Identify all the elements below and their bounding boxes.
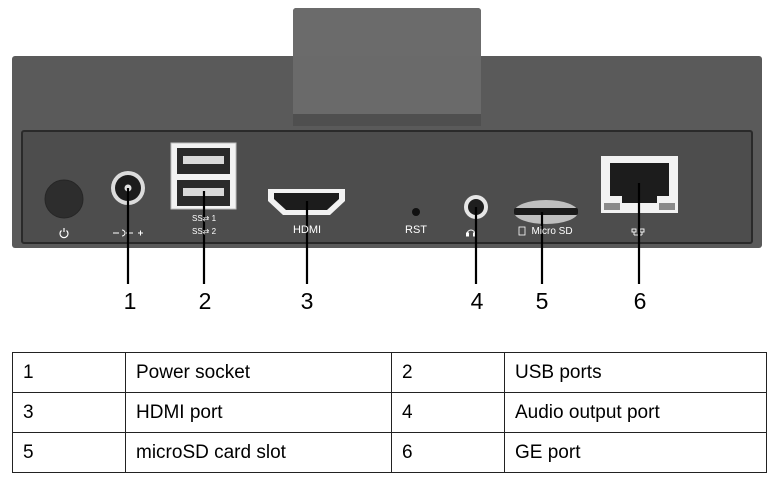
callout-3: 3 [300, 288, 314, 314]
reset-hole [412, 208, 420, 216]
hdmi-label: HDMI [292, 224, 322, 236]
legend-table: 1 Power socket 2 USB ports 3 HDMI port 4… [12, 352, 767, 473]
legend-label: USB ports [504, 352, 767, 393]
microsd-label: Micro SD [531, 226, 573, 237]
device-rear-panel-diagram: SS⇄ 1 SS⇄ 2 HDMI RST Micro SD 1 2 3 4 5 … [12, 8, 762, 314]
leader-lines [126, 183, 641, 284]
usb-label-1: SS⇄ 1 [191, 214, 217, 223]
legend-number: 6 [391, 432, 505, 473]
callout-2: 2 [198, 288, 212, 314]
legend-number: 4 [391, 392, 505, 433]
microsd-slot [514, 208, 578, 215]
usb-port-1-tongue [183, 156, 224, 164]
callout-4: 4 [470, 288, 484, 314]
legend-label: GE port [504, 432, 767, 473]
usb-label-2: SS⇄ 2 [191, 227, 217, 236]
legend-label: HDMI port [125, 392, 392, 433]
power-button [44, 179, 84, 219]
legend-label: Audio output port [504, 392, 767, 433]
bracket-shadow [293, 114, 481, 126]
table-row: 5 microSD card slot 6 GE port [12, 432, 767, 473]
callout-1: 1 [123, 288, 137, 314]
sd-card-icon [518, 226, 526, 236]
table-row: 3 HDMI port 4 Audio output port [12, 392, 767, 433]
legend-number: 5 [12, 432, 126, 473]
legend-label: microSD card slot [125, 432, 392, 473]
legend-label: Power socket [125, 352, 392, 393]
ge-led-right [659, 203, 675, 210]
legend-number: 3 [12, 392, 126, 433]
callout-6: 6 [633, 288, 647, 314]
device-illustration [12, 8, 762, 284]
legend-number: 1 [12, 352, 126, 393]
ge-led-left [604, 203, 620, 210]
table-row: 1 Power socket 2 USB ports [12, 352, 767, 393]
callout-5: 5 [535, 288, 549, 314]
legend-number: 2 [391, 352, 505, 393]
power-symbol-icon [59, 228, 69, 239]
rst-label: RST [405, 224, 427, 236]
